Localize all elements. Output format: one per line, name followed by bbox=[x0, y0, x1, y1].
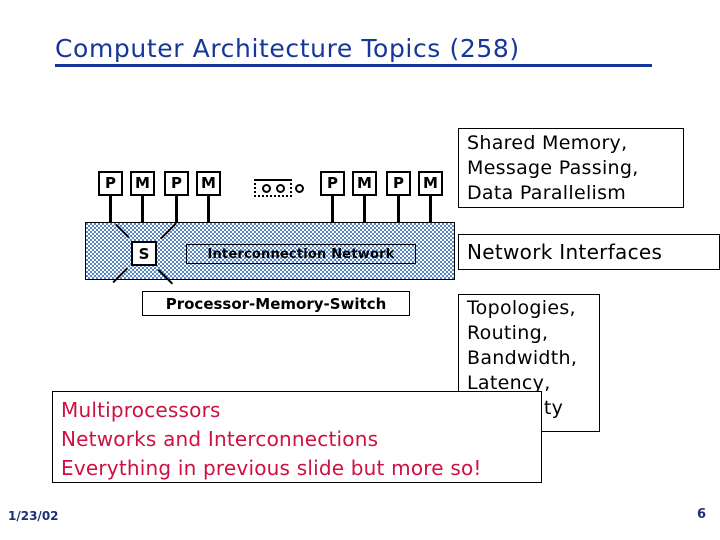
node-stem bbox=[363, 196, 366, 223]
multiprocessors-line-3: Everything in previous slide but more so… bbox=[61, 456, 482, 480]
memory-node-3: M bbox=[352, 171, 377, 196]
page-title: Computer Architecture Topics (258) bbox=[55, 34, 520, 63]
switch-node: S bbox=[131, 241, 157, 266]
shared-memory-line-3: Data Parallelism bbox=[467, 182, 627, 204]
interconnection-network-band bbox=[85, 222, 455, 280]
processor-node-1: P bbox=[98, 171, 123, 196]
ellipsis-group bbox=[254, 179, 304, 197]
shared-memory-callout: Shared Memory, Message Passing, Data Par… bbox=[458, 128, 684, 208]
title-underline-rule bbox=[55, 64, 652, 68]
processor-node-3: P bbox=[320, 171, 345, 196]
memory-node-1: M bbox=[130, 171, 155, 196]
shared-memory-line-2: Message Passing, bbox=[467, 157, 639, 179]
memory-node-4: M bbox=[418, 171, 443, 196]
topologies-line-3: Bandwidth, bbox=[467, 347, 578, 369]
topologies-line-1: Topologies, bbox=[467, 297, 576, 319]
ellipsis-dot bbox=[295, 184, 304, 193]
network-interfaces-callout: Network Interfaces bbox=[458, 234, 720, 270]
topologies-line-4: Latency, bbox=[467, 372, 551, 394]
multiprocessors-callout: Multiprocessors Networks and Interconnec… bbox=[52, 391, 542, 483]
ellipsis-dot bbox=[262, 184, 271, 193]
node-stem bbox=[175, 196, 178, 223]
footer-page-number: 6 bbox=[697, 507, 707, 522]
node-stem bbox=[429, 196, 432, 223]
node-stem bbox=[141, 196, 144, 223]
ellipsis-box bbox=[254, 179, 292, 197]
ellipsis-dot bbox=[276, 184, 285, 193]
processor-memory-switch-label: Processor-Memory-Switch bbox=[142, 291, 410, 316]
node-stem bbox=[207, 196, 210, 223]
footer-date: 1/23/02 bbox=[8, 509, 59, 523]
multiprocessors-line-1: Multiprocessors bbox=[61, 398, 221, 422]
node-stem bbox=[109, 196, 112, 223]
node-stem bbox=[397, 196, 400, 223]
memory-node-2: M bbox=[196, 171, 221, 196]
processor-node-2: P bbox=[164, 171, 189, 196]
processor-node-4: P bbox=[386, 171, 411, 196]
title-block: Computer Architecture Topics (258) bbox=[55, 34, 655, 68]
shared-memory-line-1: Shared Memory, bbox=[467, 132, 628, 154]
topologies-line-2: Routing, bbox=[467, 322, 549, 344]
multiprocessors-line-2: Networks and Interconnections bbox=[61, 427, 379, 451]
interconnection-network-label: Interconnection Network bbox=[186, 244, 416, 264]
node-stem bbox=[331, 196, 334, 223]
